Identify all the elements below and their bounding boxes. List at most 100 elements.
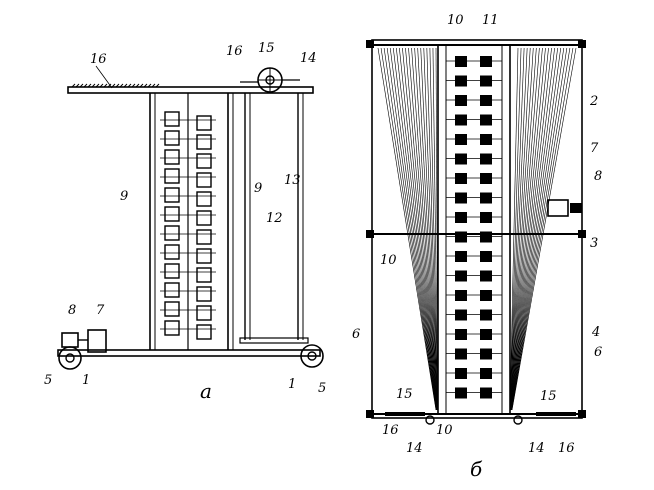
caption-view-b: б	[470, 457, 483, 481]
cassette	[480, 290, 492, 301]
cassette	[455, 387, 467, 399]
thread-line	[423, 47, 438, 411]
corner-block	[366, 40, 374, 48]
thread-line	[511, 47, 558, 411]
cassette-grid	[446, 56, 502, 399]
beam-tooth	[123, 83, 128, 88]
cassette	[196, 191, 212, 207]
beam-tooth	[111, 83, 116, 88]
beam-tooth	[135, 83, 140, 88]
cassette	[455, 270, 467, 282]
label-a-8: 8	[68, 303, 76, 318]
thread-line	[408, 47, 438, 411]
cassette	[480, 173, 492, 184]
thread-line	[420, 47, 438, 411]
left-roller-hub	[65, 353, 75, 363]
caption-view-a: а	[200, 379, 212, 403]
view-a: 16 16 15 14 9 9 13 12 8 7 5 1 1 5 а	[44, 41, 326, 403]
beam-tooth	[83, 83, 88, 88]
label-a-16: 16	[90, 52, 107, 67]
cassette	[455, 290, 467, 301]
cassette	[455, 368, 467, 379]
thread-line	[509, 47, 519, 411]
thread-line	[510, 47, 555, 411]
label-a-5: 5	[44, 373, 52, 388]
thread-line	[411, 47, 438, 411]
cassette	[455, 173, 467, 184]
cassette-column	[160, 111, 216, 340]
bottom-rack	[536, 412, 576, 416]
cassette	[480, 270, 492, 282]
cassette	[480, 368, 492, 379]
cassette	[480, 75, 492, 87]
label-b-15: 15	[396, 387, 413, 402]
label-b-4: 4	[591, 325, 600, 340]
thread-line	[510, 47, 546, 411]
gearbox	[61, 332, 79, 348]
cassette	[164, 187, 180, 203]
label-b-10: 10	[447, 13, 464, 28]
cassette	[164, 149, 180, 165]
thread-line	[511, 47, 565, 411]
thread-line	[402, 47, 438, 411]
cassette	[196, 229, 212, 245]
label-b-3: 3	[590, 236, 598, 251]
corner-block	[366, 230, 374, 238]
frame-outer	[371, 39, 583, 419]
beam-tooth	[91, 83, 96, 88]
label-a-1: 1	[82, 373, 90, 388]
label-a-13: 13	[284, 173, 301, 188]
beam-teeth	[71, 83, 160, 88]
cassette	[196, 153, 212, 169]
cassette	[455, 231, 467, 243]
label-b-14: 14	[406, 441, 423, 456]
thread-line	[510, 47, 540, 411]
bottom-pulley	[513, 415, 523, 425]
thread-line	[396, 47, 437, 411]
label-b-2: 2	[589, 94, 598, 109]
cassette	[196, 286, 212, 302]
cassette	[164, 301, 180, 317]
beam-tooth	[79, 83, 84, 88]
thread-line	[511, 47, 571, 411]
corner-block	[366, 410, 374, 418]
thread-line	[510, 47, 537, 411]
corner-block	[578, 230, 586, 238]
thread-line	[510, 47, 552, 411]
label-b-6: 6	[352, 327, 360, 342]
corner-block	[578, 40, 586, 48]
thread-line	[405, 47, 438, 411]
thread-line	[383, 47, 437, 411]
thread-line	[414, 47, 438, 411]
cassette	[164, 320, 180, 336]
beam-tooth	[147, 83, 152, 88]
thread-line	[510, 47, 543, 411]
thread-line	[399, 47, 438, 411]
thread-line	[510, 47, 549, 411]
label-b-8: 8	[594, 169, 602, 184]
beam-tooth	[103, 83, 108, 88]
label-b-15b: 15	[540, 389, 557, 404]
thread-line	[389, 47, 437, 411]
beam-tooth	[115, 83, 120, 88]
cassette	[196, 248, 212, 264]
cassette	[164, 168, 180, 184]
cassette	[164, 206, 180, 222]
cassette	[480, 212, 492, 223]
beam-tooth	[151, 83, 156, 88]
label-a-7: 7	[96, 303, 105, 318]
beam-tooth	[119, 83, 124, 88]
cassette	[480, 251, 492, 262]
cassette	[164, 244, 180, 260]
label-b-14b: 14	[528, 441, 545, 456]
beam-tooth	[99, 83, 104, 88]
gearbox-b	[570, 203, 582, 213]
cassette	[480, 387, 492, 399]
cassette	[480, 153, 492, 165]
cassette	[196, 115, 212, 131]
label-a-9b: 9	[254, 181, 262, 196]
cassette	[480, 309, 492, 321]
right-roller-hub	[307, 351, 317, 361]
bottom-pulley	[425, 415, 435, 425]
thread-line	[509, 47, 522, 411]
